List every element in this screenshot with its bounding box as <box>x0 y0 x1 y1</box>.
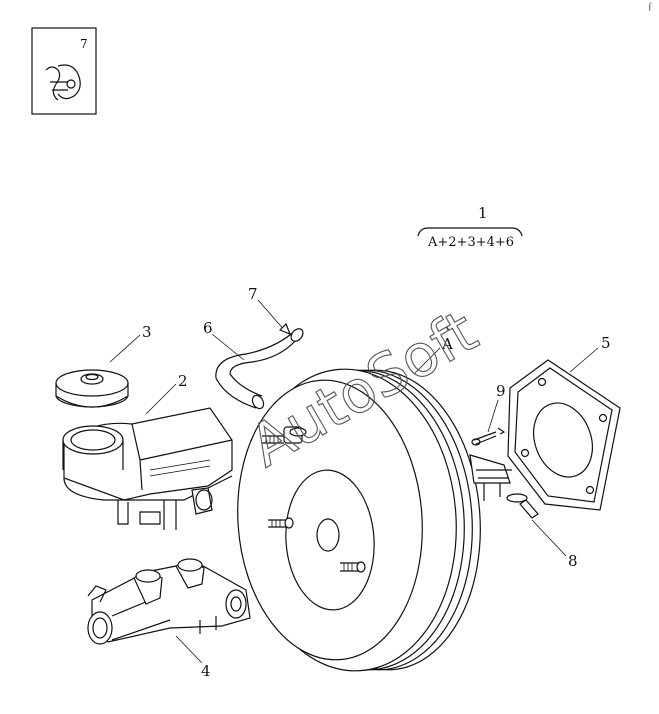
corner-mark: ⌠ <box>648 2 652 11</box>
fluid-reservoir <box>62 407 233 530</box>
booster-stud-upper <box>262 426 307 444</box>
brake-booster <box>237 368 512 672</box>
gasket-plate <box>507 359 621 511</box>
booster-stud-left <box>268 517 294 529</box>
booster-push-rod <box>469 454 512 501</box>
inset-ref-number: 7 <box>80 37 88 51</box>
callout-3: 3 <box>142 323 152 341</box>
booster-stud-lower <box>340 561 366 573</box>
assembly-label: 1 A+2+3+4+6 <box>417 204 523 250</box>
callout-4: 4 <box>201 662 211 680</box>
callout-6: 6 <box>203 319 213 337</box>
callout-2: 2 <box>178 372 188 390</box>
assembly-number: 1 <box>478 204 488 222</box>
callout-5: 5 <box>601 334 611 352</box>
reservoir-cap <box>55 369 129 408</box>
leader-lines <box>109 299 599 664</box>
callout-8: 8 <box>568 552 578 570</box>
callout-7: 7 <box>248 285 258 303</box>
callout-a: A <box>441 335 453 353</box>
callout-9: 9 <box>496 382 506 400</box>
assembly-formula: A+2+3+4+6 <box>427 235 514 250</box>
spring-clip <box>471 427 506 446</box>
clip-icon <box>45 64 81 101</box>
vacuum-hose <box>215 328 304 410</box>
clevis-pin <box>506 493 539 519</box>
master-cylinder <box>87 558 251 645</box>
inset-box: 7 <box>31 27 97 115</box>
